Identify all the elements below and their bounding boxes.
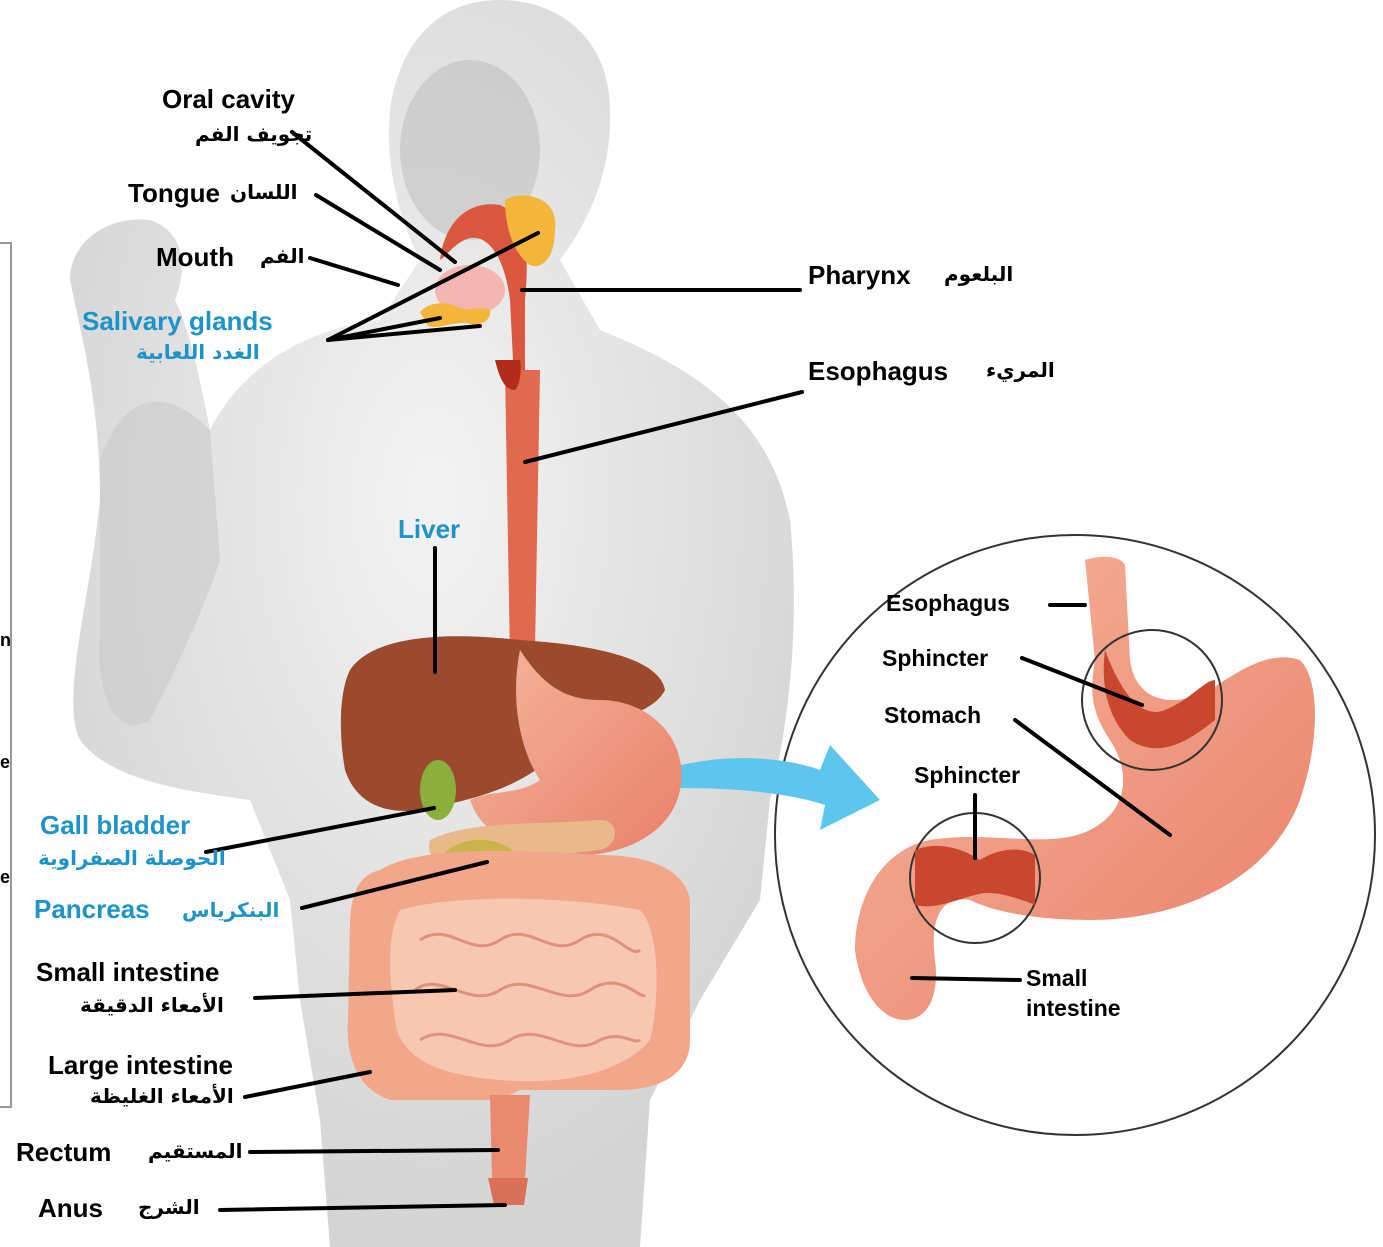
label-mouth-ar: الفم: [260, 244, 304, 268]
inset-label-small: Small: [1026, 965, 1087, 992]
inset-label-sphincter-bottom: Sphincter: [914, 762, 1020, 789]
label-salivary-glands-ar: الغدد اللعابية: [136, 340, 260, 364]
label-pharynx: Pharynx: [808, 260, 911, 291]
edge-fragment-2: e: [0, 752, 10, 773]
label-rectum: Rectum: [16, 1137, 111, 1168]
label-tongue-ar: اللسان: [230, 180, 297, 204]
label-small-intestine: Small intestine: [36, 957, 220, 988]
label-pharynx-ar: البلعوم: [944, 262, 1013, 286]
rectum: [490, 1095, 530, 1180]
label-tongue: Tongue: [128, 178, 220, 209]
label-pancreas-ar: البنكرياس: [182, 898, 279, 922]
label-liver: Liver: [398, 514, 460, 545]
label-anus: Anus: [38, 1193, 103, 1224]
edge-fragment-1: n: [0, 630, 11, 651]
label-large-intestine: Large intestine: [48, 1050, 233, 1081]
label-gall-bladder: Gall bladder: [40, 810, 190, 841]
label-oral-cavity: Oral cavity: [162, 84, 295, 115]
label-rectum-ar: المستقيم: [148, 1139, 243, 1163]
label-salivary-glands: Salivary glands: [82, 306, 273, 337]
label-large-intestine-ar: الأمعاء الغليظة: [90, 1084, 234, 1108]
edge-fragment-3: e: [0, 867, 10, 888]
label-mouth: Mouth: [156, 242, 234, 273]
label-oral-cavity-ar: تجويف الفم: [195, 122, 312, 146]
label-esophagus-ar: المريء: [986, 358, 1055, 382]
label-small-intestine-ar: الأمعاء الدقيقة: [80, 993, 224, 1017]
anus: [488, 1178, 528, 1205]
label-gall-bladder-ar: الحوصلة الصفراوية: [38, 846, 226, 870]
label-anus-ar: الشرج: [138, 1195, 200, 1219]
left-panel-edge: [0, 242, 12, 1108]
inset-label-intestine: intestine: [1026, 995, 1121, 1022]
label-pancreas: Pancreas: [34, 894, 150, 925]
label-esophagus: Esophagus: [808, 356, 948, 387]
inset-label-sphincter-top: Sphincter: [882, 645, 988, 672]
inset-label-esophagus: Esophagus: [886, 590, 1010, 617]
magnified-stomach-circle: [775, 535, 1375, 1135]
inset-label-stomach: Stomach: [884, 702, 981, 729]
